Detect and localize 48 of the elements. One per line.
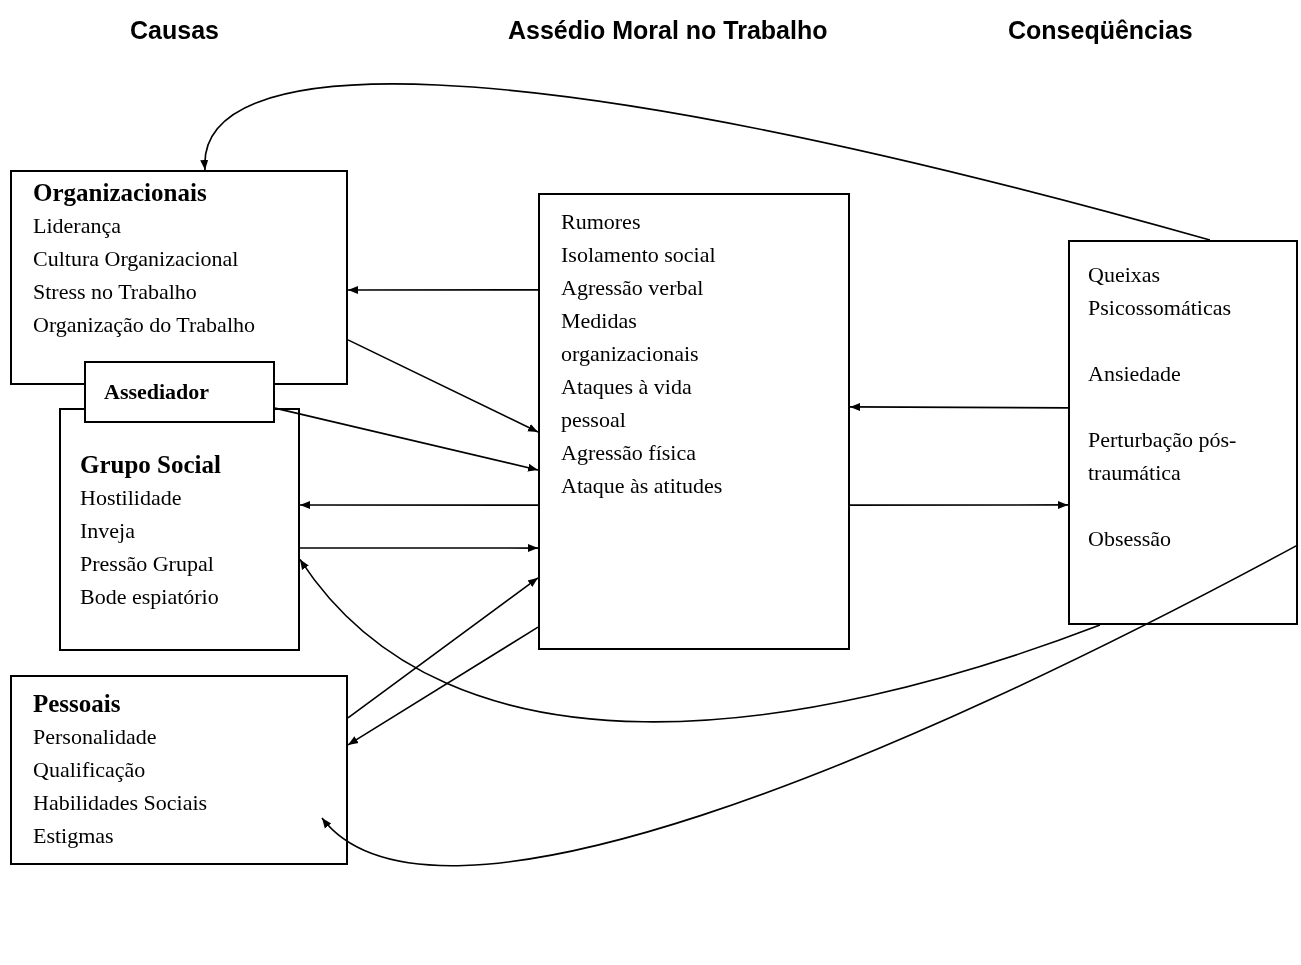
list-item: Liderança (33, 212, 122, 240)
column-heading: Assédio Moral no Trabalho (508, 16, 828, 45)
list-item: Stress no Trabalho (33, 278, 198, 306)
arrow (347, 339, 539, 433)
list-item: Queixas Psicossomáticas (1088, 261, 1232, 322)
box-heading: Organizacionais (33, 178, 208, 208)
arrow (347, 577, 539, 719)
list-item: Pressão Grupal (80, 550, 215, 578)
arrow (849, 402, 1069, 411)
column-heading: Conseqüências (1008, 16, 1193, 45)
category-box (10, 170, 348, 385)
box-heading: Assediador (104, 378, 211, 406)
arrow (321, 544, 1299, 867)
arrow (274, 407, 539, 472)
list-item: Personalidade (33, 723, 158, 751)
arrow (849, 500, 1069, 509)
list-item: Bode espiatório (80, 583, 220, 611)
list-item: Ansiedade (1088, 360, 1182, 388)
category-box (59, 408, 300, 651)
list-item: Perturbação pós-traumática (1088, 426, 1238, 487)
arrow (347, 626, 539, 746)
category-box (538, 193, 850, 650)
arrow (202, 83, 1211, 241)
list-item: Estigmas (33, 822, 115, 850)
list-item: Agressão física (561, 439, 697, 467)
arrow (299, 558, 1101, 723)
box-heading: Grupo Social (80, 450, 222, 480)
list-item: Medidas organizacionais (561, 307, 700, 368)
list-item: Agressão verbal (561, 274, 705, 302)
list-item: Inveja (80, 517, 136, 545)
list-item: Qualificação (33, 756, 147, 784)
list-item: Hostilidade (80, 484, 183, 512)
list-item: Isolamento social (561, 241, 717, 269)
list-item: Ataques à vida pessoal (561, 373, 693, 434)
arrow (299, 500, 539, 509)
label-box (84, 361, 275, 423)
category-box (1068, 240, 1298, 625)
column-heading: Causas (130, 16, 219, 45)
category-box (10, 675, 348, 865)
list-item: Obsessão (1088, 525, 1173, 553)
list-item: Habilidades Sociais (33, 789, 209, 817)
list-item: Organização do Trabalho (33, 311, 256, 339)
arrow (347, 285, 539, 294)
arrow (299, 544, 539, 553)
list-item: Rumores (561, 208, 642, 236)
list-item: Ataque às atitudes (561, 472, 724, 500)
box-heading: Pessoais (33, 689, 122, 719)
list-item: Cultura Organizacional (33, 245, 240, 273)
